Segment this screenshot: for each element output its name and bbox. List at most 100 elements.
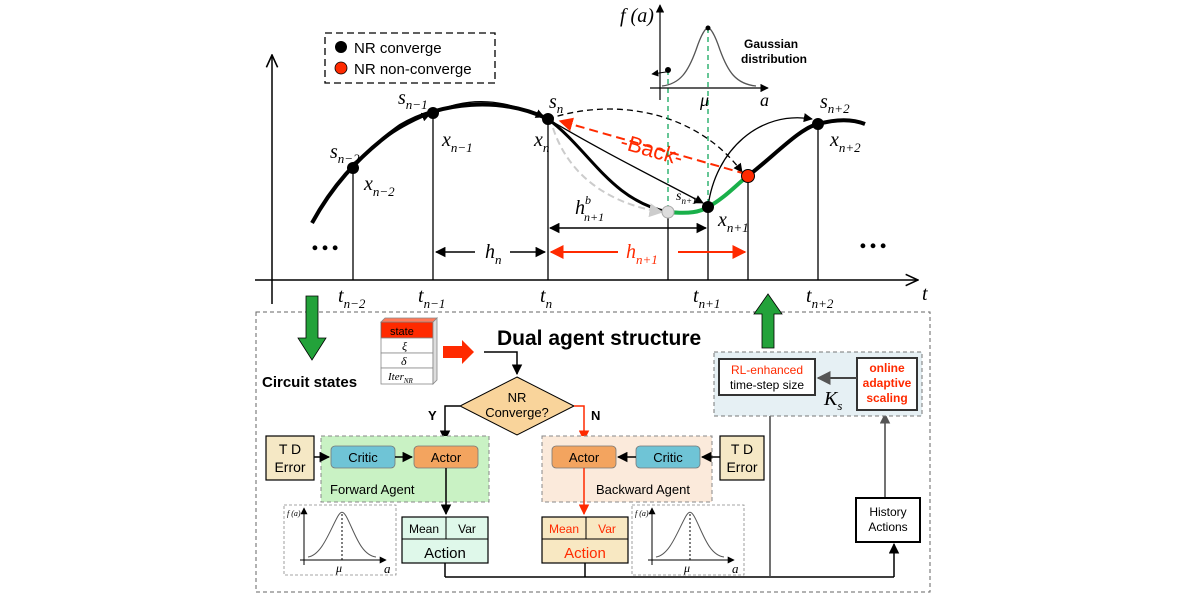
top-gauss-caption-1: Gaussian	[744, 37, 798, 51]
top-gauss-ylabel: f (a)	[620, 5, 654, 27]
mini-gauss-right	[648, 507, 735, 565]
state-stack-xi: ξ	[402, 339, 408, 353]
online-scaling-box	[856, 357, 918, 411]
solution-label-n+1: xn+1	[717, 209, 749, 235]
state-label-n+2: sn+2	[820, 91, 850, 116]
state-stack-state: state	[390, 326, 414, 338]
state-label-n-1: sn−1	[398, 87, 428, 112]
history-actions-box	[855, 497, 921, 543]
state-label-n: sn	[549, 91, 563, 116]
state-point-back	[661, 205, 675, 219]
state-point-n-1	[427, 107, 439, 119]
legend-nonconverge-marker	[334, 61, 348, 75]
nr-converge-decision	[458, 376, 576, 436]
back-arrow	[558, 117, 747, 175]
legend-converge-marker	[335, 41, 347, 53]
backward-actor-label: Actor	[569, 450, 600, 465]
forward-agent-label: Forward Agent	[330, 482, 415, 497]
forward-td-line1: T D	[279, 441, 301, 457]
backward-agent-label: Backward Agent	[596, 482, 690, 497]
hn1-label: hn+1	[626, 241, 658, 267]
top-gauss-xlabel: a	[760, 90, 769, 110]
history-line1: History	[869, 505, 906, 519]
tick-label-n+1: tn+1	[693, 285, 720, 311]
decision-text-1: NR	[508, 390, 527, 405]
legend-box	[324, 32, 496, 84]
backward-critic-label: Critic	[653, 450, 683, 465]
tick-label-n-1: tn−1	[418, 285, 445, 311]
mini-gauss-left-xlabel: a	[384, 561, 391, 576]
tick-label-n: tn	[540, 285, 552, 311]
top-gauss-mu: μ	[699, 90, 709, 110]
online-line2: adaptive	[863, 376, 912, 390]
no-branch-connector	[574, 405, 590, 442]
tick-label-n-2: tn−2	[338, 285, 366, 311]
rl-enhanced-line2: time-step size	[730, 378, 804, 392]
forward-actor-label: Actor	[431, 450, 462, 465]
rl-enhanced-line1: RL-enhanced	[731, 363, 803, 377]
state-point-nonconverge	[741, 169, 755, 183]
timeline-axes	[255, 55, 918, 304]
backward-td-line2: Error	[726, 459, 757, 475]
no-label: N	[591, 408, 600, 423]
tick-label-n+2: tn+2	[806, 285, 834, 311]
forward-mean: Mean	[409, 522, 439, 536]
backward-action-box	[541, 516, 629, 564]
mini-gauss-right-ylabel: f (a)	[635, 509, 649, 518]
legend-converge-label: NR converge	[354, 40, 442, 57]
state-label-n-2: sn−2	[330, 141, 360, 166]
hn-label: hn	[485, 241, 502, 267]
step-arrows	[352, 101, 813, 208]
mini-gauss-left	[300, 507, 387, 565]
decision-text-2: Converge?	[485, 405, 549, 420]
solution-curve-left	[310, 102, 549, 224]
state-point-n-2	[347, 162, 359, 174]
solution-label-n: xn	[533, 129, 549, 155]
top-gaussian	[650, 4, 769, 100]
dual-agent-title: Dual agent structure	[497, 327, 701, 350]
mini-gauss-left-ylabel: f (a)	[287, 509, 301, 518]
online-line3: scaling	[866, 391, 907, 405]
timestep-up-arrow	[753, 293, 783, 349]
backward-mean: Mean	[549, 522, 579, 536]
mini-gauss-right-mu: μ	[683, 561, 690, 575]
mini-gauss-right-box	[631, 504, 745, 576]
bottom-panel	[255, 311, 931, 593]
solution-curve-drop	[547, 117, 669, 214]
t-axis-label: t	[922, 283, 928, 305]
decision-entry-connector	[484, 351, 523, 376]
backward-td-error	[719, 435, 765, 481]
forward-var: Var	[458, 522, 476, 536]
mini-gauss-left-box	[283, 504, 397, 576]
forward-td-line2: Error	[274, 459, 305, 475]
legend-nonconverge-label: NR non-converge	[354, 61, 472, 78]
circuit-states-label: Circuit states	[262, 374, 357, 391]
backward-var: Var	[598, 522, 616, 536]
state-label-n+1: sn+1	[676, 189, 697, 206]
ks-label: Ks	[823, 388, 842, 413]
circuit-state-down-arrow	[297, 295, 327, 361]
state-point-n	[542, 113, 554, 125]
state-stack	[380, 317, 438, 385]
solution-label-n-1: xn−1	[441, 129, 473, 155]
state-points	[347, 107, 824, 219]
yes-label: Y	[428, 408, 437, 423]
backward-action: Action	[564, 545, 606, 562]
backward-td-line1: T D	[731, 441, 753, 457]
ellipsis-left: …	[310, 224, 340, 257]
mini-gauss-right-xlabel: a	[732, 561, 739, 576]
ellipsis-right: …	[858, 222, 888, 255]
forward-action-box	[401, 516, 489, 564]
forward-td-error	[265, 435, 315, 481]
state-stack-iter: IterNR	[387, 371, 414, 385]
state-point-n+2	[812, 118, 824, 130]
solution-label-n+2: xn+2	[829, 129, 861, 155]
solution-label-n-2: xn−2	[363, 173, 395, 199]
forward-action: Action	[424, 545, 466, 562]
online-line1: online	[869, 361, 905, 375]
yes-branch-connector	[439, 405, 460, 442]
state-to-decision-arrow	[443, 340, 474, 364]
